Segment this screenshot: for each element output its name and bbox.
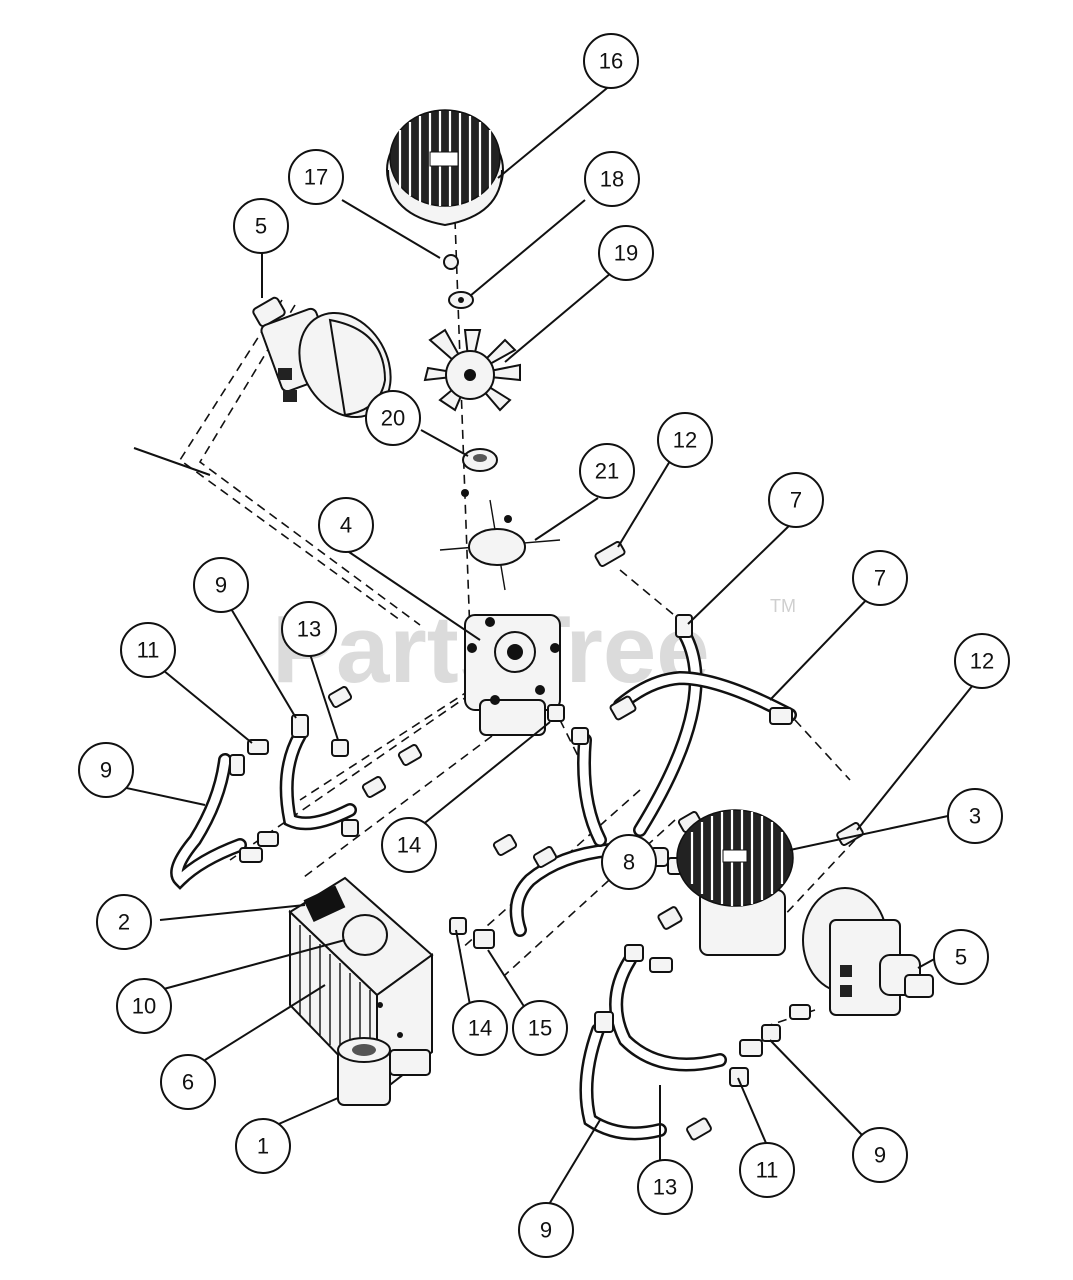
callout-10: 10 (116, 978, 172, 1034)
callout-9-right: 9 (852, 1127, 908, 1183)
svg-text:20: 20 (381, 406, 405, 431)
callout-16: 16 (583, 33, 639, 89)
svg-text:15: 15 (528, 1016, 552, 1041)
callout-2: 2 (96, 894, 152, 950)
svg-text:12: 12 (970, 649, 994, 674)
svg-text:21: 21 (595, 459, 619, 484)
svg-text:9: 9 (215, 573, 227, 598)
svg-text:14: 14 (397, 833, 421, 858)
callout-12-top: 12 (657, 412, 713, 468)
svg-text:13: 13 (297, 617, 321, 642)
svg-text:11: 11 (137, 638, 160, 663)
callout-1: 1 (235, 1118, 291, 1174)
watermark-trademark: TM (770, 596, 796, 616)
svg-text:13: 13 (653, 1175, 677, 1200)
cooling-fan (423, 328, 521, 412)
svg-text:7: 7 (790, 488, 802, 513)
callout-8: 8 (601, 834, 657, 890)
nut (443, 254, 459, 270)
callout-14-top: 14 (381, 817, 437, 873)
callout-9-bottom: 9 (518, 1202, 574, 1258)
svg-text:3: 3 (969, 804, 981, 829)
callout-13-top: 13 (281, 601, 337, 657)
oil-filter (337, 1037, 391, 1106)
fan-bracket (439, 489, 561, 591)
oil-level-gauge (303, 885, 346, 923)
svg-text:9: 9 (540, 1218, 552, 1243)
callout-13-bottom: 13 (637, 1159, 693, 1215)
callout-20: 20 (365, 390, 421, 446)
callout-11-top: 11 (120, 622, 176, 678)
hydraulic-motor-right (802, 887, 934, 1016)
callout-12-right: 12 (954, 633, 1010, 689)
fittings (229, 614, 793, 949)
callout-3: 3 (947, 788, 1003, 844)
callout-7-top: 7 (768, 472, 824, 528)
svg-text:10: 10 (132, 994, 156, 1019)
callout-15: 15 (512, 1000, 568, 1056)
callout-17: 17 (288, 149, 344, 205)
callout-18: 18 (584, 151, 640, 207)
svg-text:2: 2 (118, 910, 130, 935)
svg-text:5: 5 (255, 214, 267, 239)
svg-text:1: 1 (257, 1134, 269, 1159)
hose-7-set (613, 628, 797, 837)
callout-11-bottom: 11 (739, 1142, 795, 1198)
fan-shroud (386, 109, 504, 227)
svg-text:16: 16 (599, 49, 623, 74)
callout-19: 19 (598, 225, 654, 281)
svg-text:18: 18 (600, 167, 624, 192)
callout-5-top: 5 (233, 198, 289, 254)
svg-text:4: 4 (340, 513, 352, 538)
svg-text:6: 6 (182, 1070, 194, 1095)
callout-9-top: 9 (193, 557, 249, 613)
callout-9-left (80, 405, 134, 459)
hose-left-set (170, 728, 357, 890)
svg-text:9: 9 (874, 1143, 886, 1168)
reservoir-cap (342, 914, 388, 956)
callout-4: 4 (318, 497, 374, 553)
callout-14-bottom: 14 (452, 1000, 508, 1056)
svg-text:12: 12 (673, 428, 697, 453)
elbow-fitting-top (594, 541, 626, 567)
svg-text:9: 9 (100, 758, 112, 783)
callout-7-right: 7 (852, 550, 908, 606)
hydraulic-pump (464, 614, 561, 736)
svg-text:8: 8 (623, 850, 635, 875)
callout-21: 21 (579, 443, 635, 499)
callout-9-mid: 9 (78, 742, 134, 798)
callout-6: 6 (160, 1054, 216, 1110)
callout-5-right: 5 (933, 929, 989, 985)
svg-text:7: 7 (874, 566, 886, 591)
fittings-right (594, 906, 811, 1141)
hydraulic-pump-right (676, 809, 794, 956)
svg-text:5: 5 (955, 945, 967, 970)
svg-text:17: 17 (304, 165, 328, 190)
svg-text:19: 19 (614, 241, 638, 266)
leader-lines (107, 83, 978, 1207)
svg-text:11: 11 (756, 1158, 779, 1183)
hose-right-set (579, 953, 727, 1141)
svg-text:14: 14 (468, 1016, 492, 1041)
